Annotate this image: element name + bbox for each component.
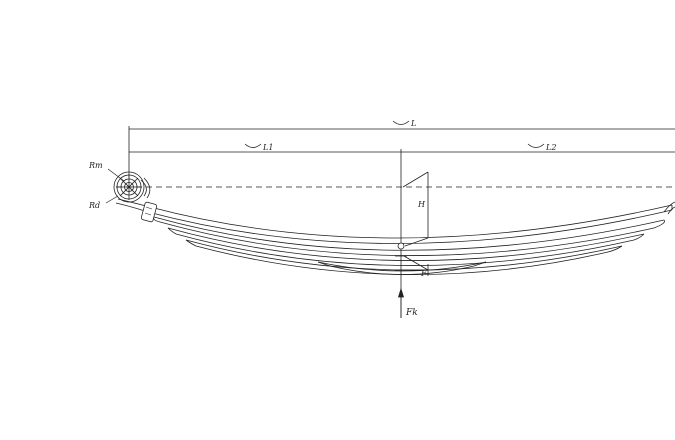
total-length-label: L xyxy=(410,119,416,128)
dimension-height xyxy=(402,171,429,247)
spring-eye xyxy=(113,171,151,203)
rear-leaf-end xyxy=(663,201,675,215)
center-bolt xyxy=(395,242,407,271)
load-label: Fk xyxy=(405,308,418,318)
front-length-label: L1 xyxy=(262,143,273,152)
eye-leaders xyxy=(105,168,125,204)
height-label: H xyxy=(417,200,426,209)
leaf-stack xyxy=(115,198,673,275)
dimension-total-length xyxy=(128,120,675,178)
load-arrow xyxy=(397,287,405,318)
rebound-clip xyxy=(140,201,158,223)
eye-second-label: Rd xyxy=(88,201,100,210)
rear-length-label: L2 xyxy=(545,143,556,152)
eye-main-label: Rm xyxy=(88,161,103,170)
